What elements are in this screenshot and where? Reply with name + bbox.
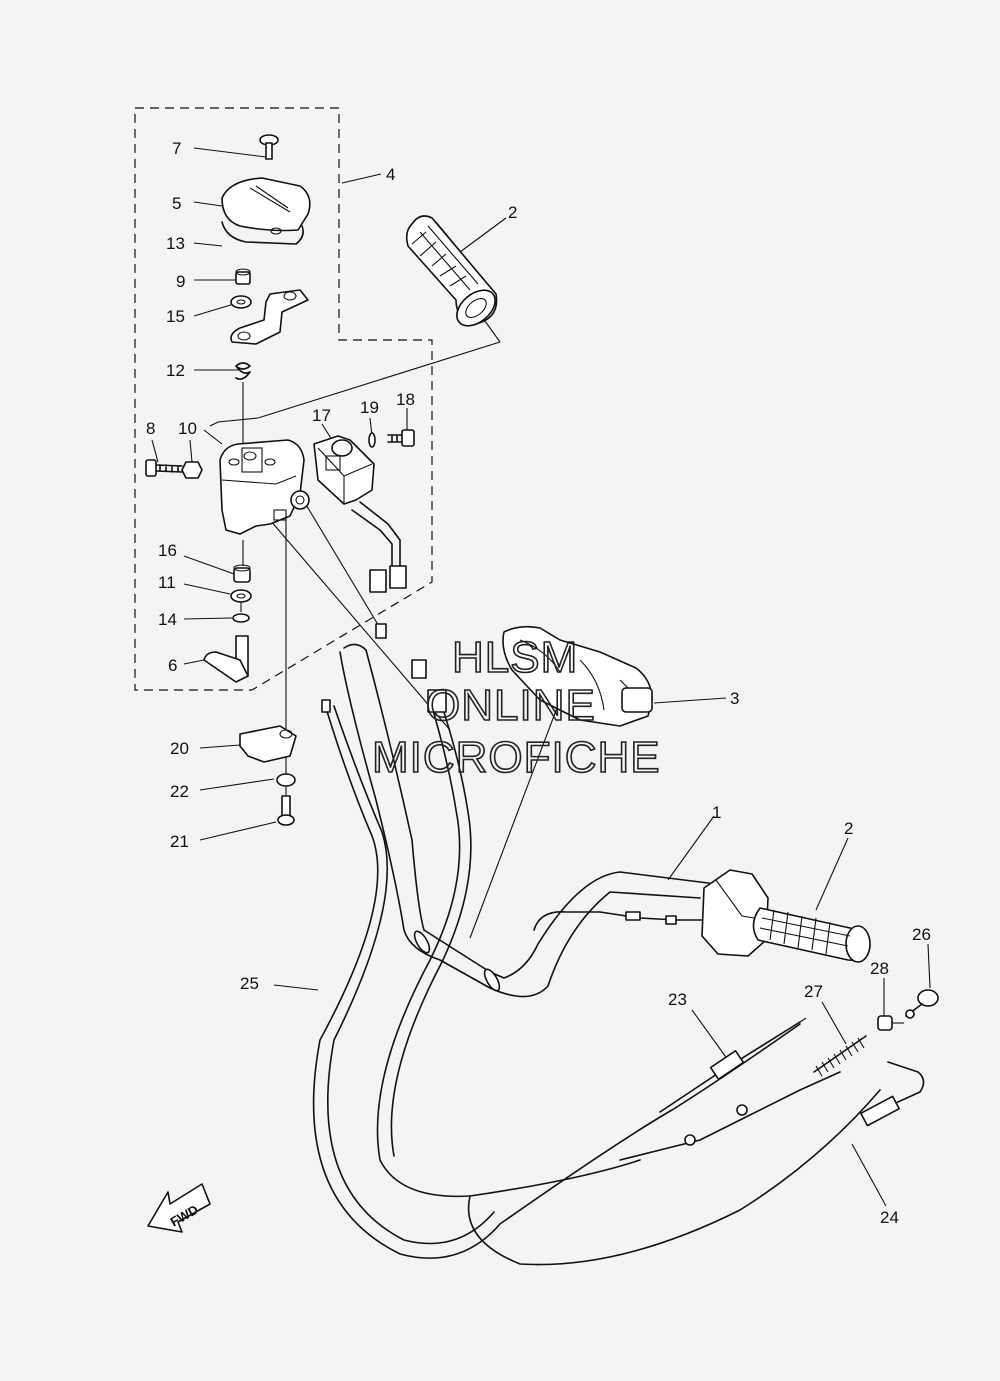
callout-3: 3	[730, 689, 739, 708]
callout-9: 9	[176, 272, 185, 291]
assembly-boundary	[134, 107, 433, 691]
callout-18: 18	[396, 390, 415, 409]
handlebar-1	[339, 643, 717, 998]
gasket-13	[221, 221, 304, 245]
callouts: 7 4 5 2 13 9 15 12 18 19 17 8 10 16 11 1…	[146, 139, 931, 1227]
callout-1: 1	[712, 803, 721, 822]
housing-cover-5	[221, 177, 311, 235]
callout-13: 13	[166, 234, 185, 253]
screw-7	[259, 134, 279, 160]
callout-25: 25	[240, 974, 259, 993]
clamp-20	[239, 725, 297, 763]
grip-2-lower	[752, 907, 871, 963]
throttle-housing-10	[219, 439, 310, 535]
callout-2b: 2	[844, 819, 853, 838]
washer-22	[276, 773, 296, 787]
nut-9	[235, 268, 251, 285]
handlebar-cover-3	[502, 625, 653, 727]
adjuster-28	[877, 1015, 904, 1031]
cable-24-adjuster	[619, 1061, 925, 1161]
watermark: HLSM ONLINE MICROFICHE	[371, 632, 661, 783]
switch-17	[313, 435, 407, 593]
throttle-lever-6	[203, 635, 249, 683]
callout-23: 23	[668, 990, 687, 1009]
callout-22: 22	[170, 782, 189, 801]
callout-21: 21	[170, 832, 189, 851]
callout-8: 8	[146, 419, 155, 438]
throttle-assembly-installed	[533, 869, 769, 957]
watermark-line-2: ONLINE	[426, 681, 596, 730]
callout-16: 16	[158, 541, 177, 560]
bracket-15	[230, 289, 309, 345]
fwd-arrow-icon: FWD	[147, 1183, 211, 1233]
callout-15: 15	[166, 307, 185, 326]
cable-25	[312, 705, 801, 1259]
bolt-8	[145, 459, 183, 477]
collar-16	[233, 564, 251, 583]
callout-10: 10	[178, 419, 197, 438]
callout-2a: 2	[508, 203, 517, 222]
callout-17: 17	[312, 406, 331, 425]
callout-7: 7	[172, 139, 181, 158]
callout-19: 19	[360, 398, 379, 417]
callout-14: 14	[158, 610, 177, 629]
leader-lines	[151, 147, 931, 1207]
watermark-line-1: HLSM	[452, 633, 578, 682]
nut-10	[181, 461, 203, 479]
cable-ends	[321, 623, 447, 713]
bolt-21	[277, 795, 295, 826]
washer-14	[232, 613, 250, 623]
callout-28: 28	[870, 959, 889, 978]
cable-24	[376, 699, 881, 1266]
spring-27	[813, 1035, 867, 1077]
bolt-18	[387, 429, 415, 447]
watermark-line-3: MICROFICHE	[372, 733, 661, 782]
callout-27: 27	[804, 982, 823, 1001]
washer-19	[368, 432, 376, 448]
callout-26: 26	[912, 925, 931, 944]
fitting-26	[905, 989, 939, 1019]
cable-23	[659, 1017, 807, 1113]
callout-12: 12	[166, 361, 185, 380]
callout-5: 5	[172, 194, 181, 213]
callout-11: 11	[158, 573, 176, 592]
callout-4: 4	[386, 165, 395, 184]
callout-20: 20	[170, 739, 189, 758]
callout-24: 24	[880, 1208, 899, 1227]
grip-2-upper	[405, 215, 498, 327]
washer-11	[230, 589, 252, 603]
callout-6: 6	[168, 656, 177, 675]
spring-12	[235, 362, 251, 380]
